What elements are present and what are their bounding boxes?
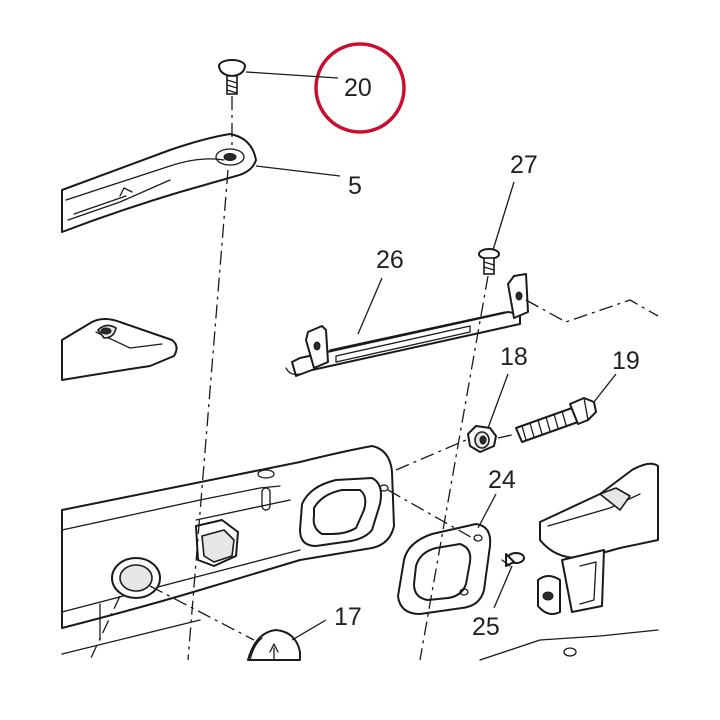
callout-18: 18 — [500, 343, 528, 371]
main-housing — [61, 445, 395, 655]
clip-fragment-left — [61, 318, 178, 381]
wiper-arm-part-5 — [61, 133, 257, 233]
callout-24: 24 — [488, 466, 516, 494]
callout-17: 17 — [334, 603, 362, 631]
callout-26: 26 — [376, 246, 404, 274]
nut-part-18 — [467, 425, 497, 453]
callout-labels: 20 5 27 26 18 19 24 25 17 — [334, 74, 640, 641]
bottom-edge-fragment — [479, 629, 659, 661]
callout-20: 20 — [344, 74, 372, 102]
bracket-part-26 — [285, 273, 529, 377]
callout-19: 19 — [612, 347, 640, 375]
screw-part-25 — [501, 552, 525, 567]
cap-part-17 — [247, 629, 301, 661]
callout-25: 25 — [472, 613, 500, 641]
highlight-circle — [314, 42, 406, 134]
assembly-lines — [89, 96, 659, 661]
bracket-component-right — [537, 462, 659, 615]
leader-lines — [245, 71, 617, 641]
callout-5: 5 — [348, 172, 362, 200]
gasket-part-24 — [397, 523, 492, 615]
bolt-part-19 — [515, 397, 597, 443]
screw-part-27 — [478, 248, 500, 275]
screw-part-20 — [218, 59, 246, 95]
callout-27: 27 — [510, 151, 538, 179]
